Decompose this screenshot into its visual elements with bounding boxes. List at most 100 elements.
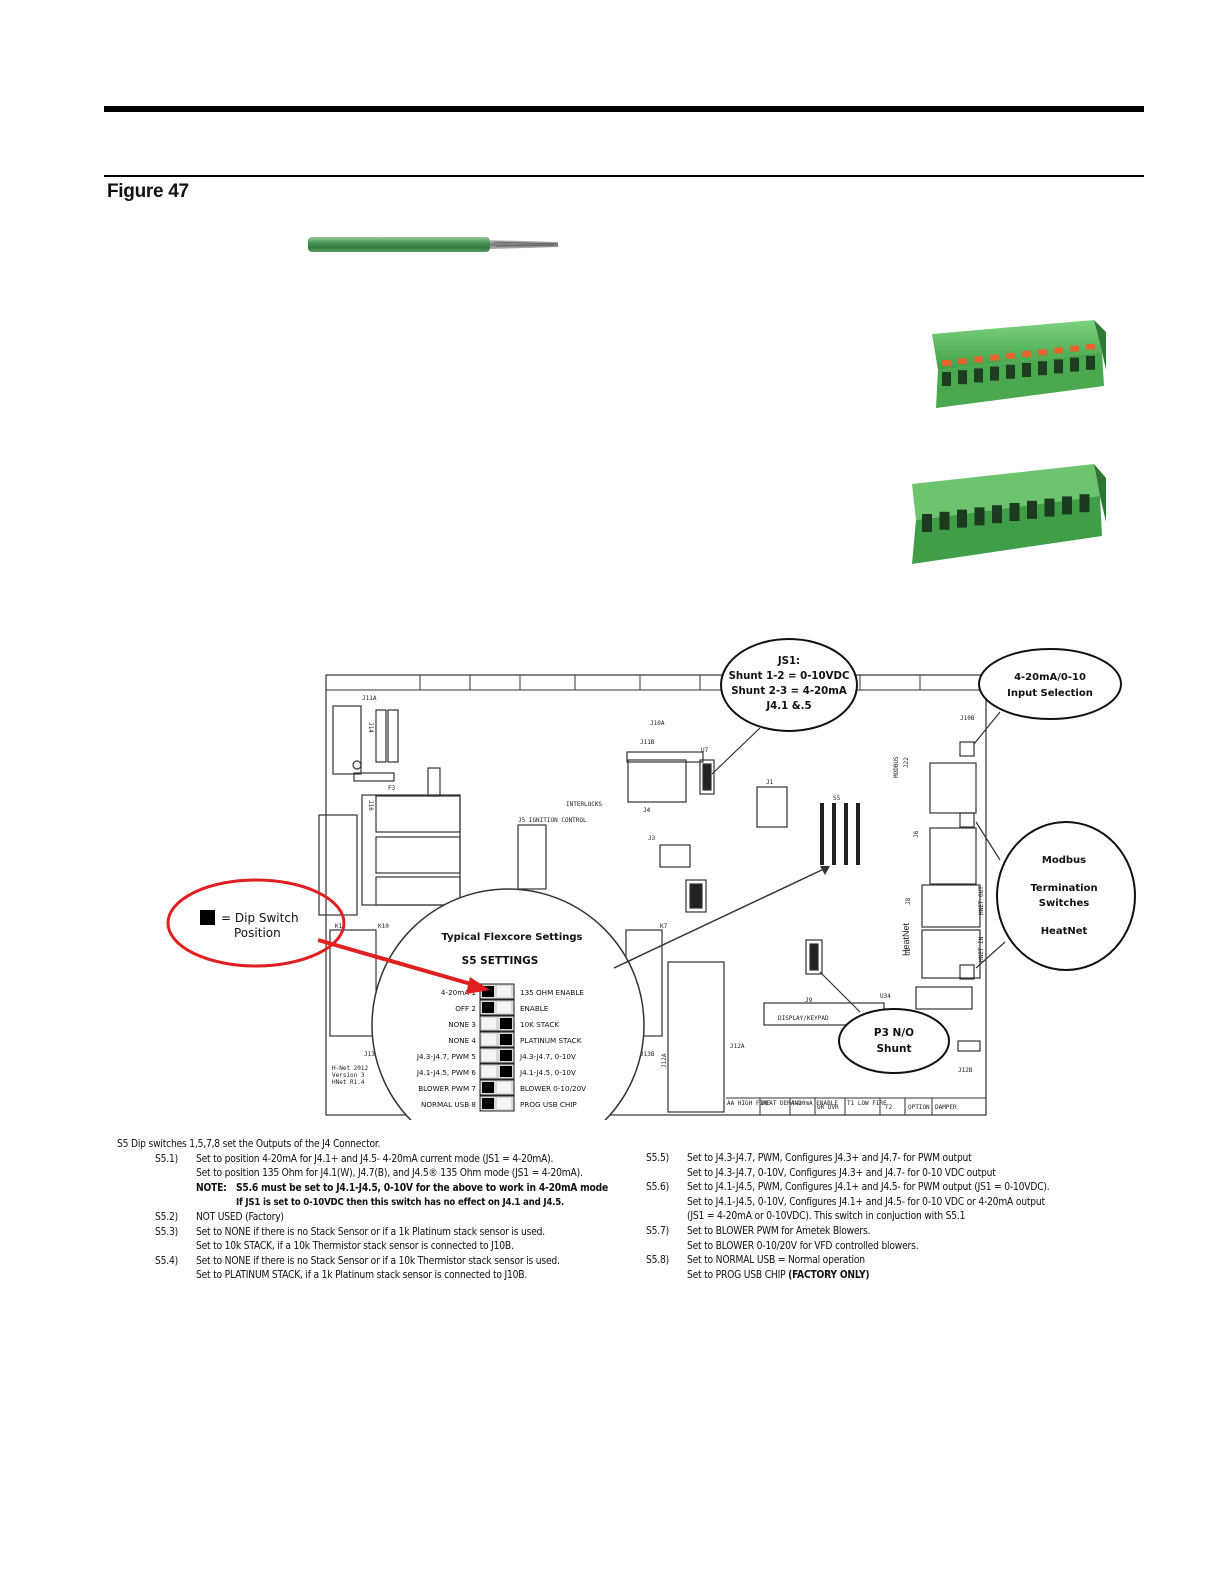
legend-arrow-head (466, 977, 490, 994)
code-s5-2: S5.2) (155, 1211, 178, 1223)
label-j10a: J10A (650, 720, 665, 727)
terminal-release-tab (1070, 345, 1079, 352)
code-s5-7: S5.7) (646, 1225, 669, 1237)
p3-line-1: P3 N/O (874, 1027, 914, 1039)
callout-termination: Termination (1030, 883, 1097, 894)
s5-5-line-2: Set to J4.3-J4.7, 0-10V, Configures J4.3… (687, 1167, 996, 1179)
label-j13b: J13B (640, 1051, 655, 1058)
s5-3-line-2: Set to 10k STACK, if a 10k Thermistor st… (196, 1241, 514, 1253)
s5-2-line-1: NOT USED (Factory) (196, 1211, 284, 1223)
callout-heatnet: HeatNet (1041, 926, 1088, 937)
label-bottom-4: OR OVR (817, 1104, 839, 1111)
callout-modbus: Modbus (1042, 855, 1086, 866)
header-rule-thick (104, 106, 1144, 112)
note-line-1: S5.6 must be set to J4.1-J4.5, 0-10V for… (236, 1182, 609, 1194)
terminal-slot (957, 509, 967, 528)
s5-right-label: ENABLE (520, 1004, 549, 1013)
label-bottom-7: OPTION (908, 1104, 930, 1111)
header-rule-thin (104, 175, 1144, 177)
label-j4: J4 (643, 807, 651, 814)
notes-left: S5 Dip switches 1,5,7,8 set the Outputs … (117, 1138, 637, 1284)
code-s5-1: S5.1) (155, 1153, 178, 1165)
s5-subtitle: S5 SETTINGS (462, 955, 539, 967)
callout-switches: Switches (1039, 898, 1089, 909)
green-wire-photo (308, 237, 558, 252)
dip-legend-line-2: Position (234, 926, 281, 940)
dip-legend-line-1: = Dip Switch (221, 911, 299, 925)
label-j14: J14 (367, 722, 374, 733)
s5-left-label: NORMAL USB 8 (421, 1100, 476, 1109)
label-j2: J2 (905, 947, 912, 955)
js1-line-1: JS1: (777, 656, 800, 667)
label-ignition: J5 IGNITION CONTROL (518, 817, 587, 824)
label-hnet-in: HNET IN (978, 936, 985, 962)
dip-switch-open (497, 1098, 511, 1109)
label-j12b: J12B (958, 1067, 973, 1074)
s5-right-label: 10K STACK (520, 1020, 559, 1029)
js1-line-3: Shunt 2-3 = 4-20mA (731, 686, 847, 697)
dip-switch-knob (482, 1002, 494, 1013)
s5-6-line-2: Set to J4.1-J4.5, 0-10V, Configures J4.1… (687, 1196, 1045, 1208)
dip-switch-knob (482, 1082, 494, 1093)
terminal-slot (1054, 359, 1063, 374)
s5-right-label: BLOWER 0-10/20V (520, 1084, 586, 1093)
terminal-slot (974, 368, 983, 383)
label-interlocks: INTERLOCKS (566, 801, 603, 808)
input-callout-line-1: 4-20mA/0-10 (1014, 672, 1086, 683)
terminal-slot (1022, 363, 1031, 377)
label-heatnet: HeatNet (901, 922, 911, 956)
label-bottom-1: AA HIGH FIRE (727, 1100, 771, 1107)
s5-title: Typical Flexcore Settings (441, 932, 582, 943)
s5-1-line-1: Set to position 4-20mA for J4.1+ and J4.… (196, 1153, 554, 1165)
s5-8-line-2: Set to PROG USB CHIP (687, 1269, 786, 1281)
code-s5-5: S5.5) (646, 1153, 669, 1164)
notes-right: S5.5) Set to J4.3-J4.7, PWM, Configures J… (646, 1152, 1116, 1283)
terminal-slot (990, 366, 999, 381)
label-hnet-out: HNET OUT (978, 886, 985, 915)
label-u7: U7 (701, 747, 709, 754)
label-bottom-8: DAMPER (935, 1104, 957, 1111)
s5-6-line-1: Set to J4.1-J4.5, PWM, Configures J4.1+ … (687, 1182, 1050, 1194)
s5-left-label: BLOWER PWM 7 (418, 1084, 476, 1093)
dip-switch-open (497, 1002, 511, 1013)
label-j16: J16 (367, 800, 374, 811)
terminal-release-tab (1022, 351, 1031, 357)
label-k7: K7 (660, 923, 668, 930)
label-k10: K10 (378, 923, 389, 930)
terminal-slot (1027, 500, 1037, 519)
terminal-release-tab (974, 356, 983, 363)
s5-pointer-line (613, 867, 827, 969)
p3-callout (838, 1008, 950, 1074)
dip-switch-knob (500, 1018, 512, 1029)
s5-left-label: J4.3-J4.7, PWM 5 (416, 1052, 476, 1061)
code-s5-6: S5.6) (646, 1182, 669, 1194)
terminal-release-tab (1038, 349, 1047, 356)
label-bottom-6: T2 (885, 1104, 893, 1111)
s5-left-label: OFF 2 (455, 1004, 476, 1013)
s5-right-label: J4.1-J4.5, 0-10V (519, 1068, 576, 1077)
label-j22: J22 (903, 757, 910, 768)
label-j12: J12A (661, 1053, 668, 1068)
label-j10b: J10B (960, 715, 975, 722)
terminal-slot (942, 372, 951, 386)
terminal-slot (1070, 357, 1079, 372)
label-j11b: J11B (640, 739, 655, 746)
dip-switch-open (482, 1050, 496, 1061)
s5-right-label: J4.3-J4.7, 0-10V (519, 1052, 576, 1061)
terminal-block-photo-1 (932, 320, 1106, 408)
terminal-slot (939, 511, 950, 530)
dip-legend-swatch (200, 910, 215, 925)
label-j1: J1 (766, 779, 774, 786)
s5-8-line-1: Set to NORMAL USB = Normal operation (687, 1255, 865, 1267)
label-j8: J8 (905, 897, 912, 905)
code-s5-3: S5.3) (155, 1226, 178, 1238)
s5-7-line-2: Set to BLOWER 0-10/20V for VFD controlle… (687, 1240, 919, 1252)
s5-5-line-1: Set to J4.3-J4.7, PWM, Configures J4.3+ … (687, 1153, 972, 1164)
dip-legend-ellipse (166, 878, 346, 968)
terminal-release-tab (958, 358, 967, 365)
s5-1-line-2: Set to position 135 Ohm for J4.1(W), J4.… (196, 1168, 583, 1180)
s5-left-label: NONE 3 (448, 1020, 476, 1029)
js1-callout (720, 638, 858, 732)
terminal-slot (974, 507, 985, 526)
terminal-release-tab (942, 360, 951, 366)
